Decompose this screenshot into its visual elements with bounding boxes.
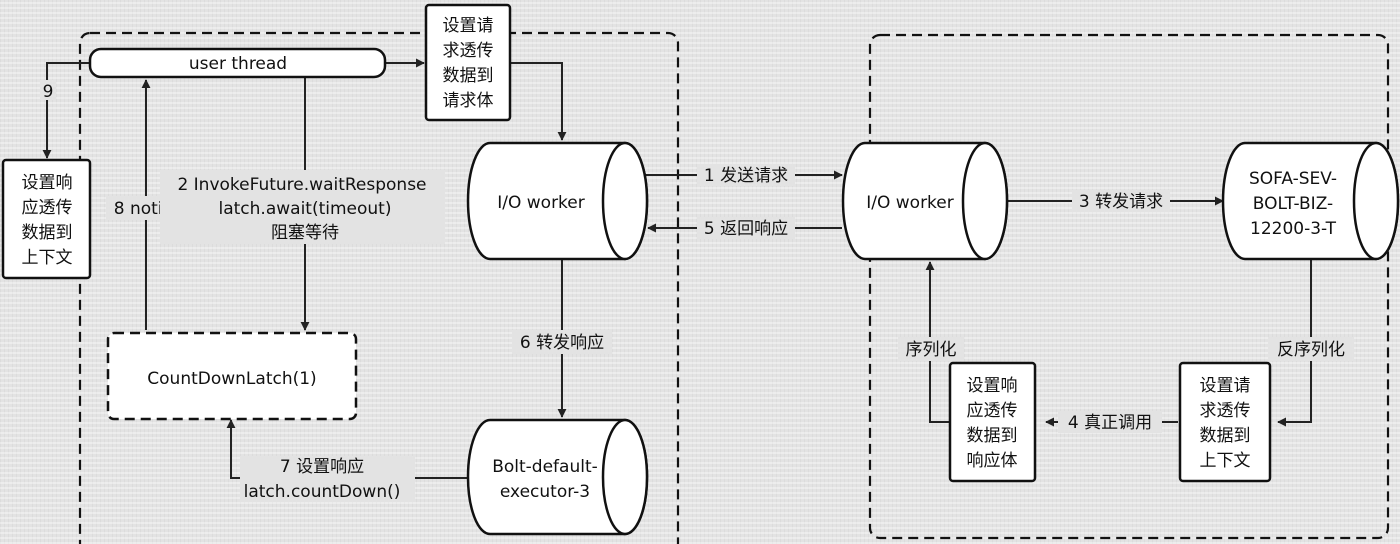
edge-9-line xyxy=(42,62,90,159)
set-response-context-node xyxy=(1,158,92,280)
io-worker-right-label: I/O worker xyxy=(866,193,954,213)
bolt-executor-line-1: Bolt-default- xyxy=(492,457,598,477)
edge-2-label-3: 阻塞等待 xyxy=(271,223,339,243)
countdownlatch-label: CountDownLatch(1) xyxy=(147,369,316,389)
set-resp-ctx-line-1: 设置响 xyxy=(22,173,73,193)
user-thread-node xyxy=(88,47,387,79)
edge-1-label: 1 发送请求 xyxy=(704,166,788,186)
edge-5-label: 5 返回响应 xyxy=(704,219,788,239)
bolt-executor-line-2: executor-3 xyxy=(500,482,590,502)
set-req-line-1: 设置请 xyxy=(443,16,494,36)
set-resp-body-line-1: 设置响 xyxy=(967,376,1018,396)
io-worker-left-node xyxy=(466,141,649,261)
bolt-executor-node xyxy=(466,418,649,536)
edge-deserialize-label: 反序列化 xyxy=(1277,340,1345,360)
set-resp-body-line-2: 应透传 xyxy=(967,401,1018,421)
set-resp-body-line-3: 数据到 xyxy=(967,426,1018,446)
edge-3-label: 3 转发请求 xyxy=(1079,192,1163,212)
io-worker-right-node xyxy=(841,141,1009,261)
set-response-body-node xyxy=(948,361,1037,483)
set-resp-ctx-line-2: 应透传 xyxy=(22,198,73,218)
set-req-ctx-line-2: 求透传 xyxy=(1200,401,1251,421)
user-thread-label: user thread xyxy=(189,54,287,74)
set-req-ctx-line-3: 数据到 xyxy=(1200,426,1251,446)
sofa-thread-line-2: BOLT-BIZ- xyxy=(1253,194,1333,214)
edge-9-label: 9 xyxy=(43,82,54,102)
edge-6-label: 6 转发响应 xyxy=(520,333,604,353)
edge-setreq-to-io-line xyxy=(510,62,567,141)
set-req-ctx-line-4: 上下文 xyxy=(1200,451,1251,471)
set-req-line-2: 求透传 xyxy=(443,41,494,61)
set-req-line-4: 请求体 xyxy=(443,91,494,111)
edge-2-label-2: latch.await(timeout) xyxy=(219,199,392,219)
edge-serialize-line xyxy=(925,261,950,423)
edge-7-label-2: latch.countDown() xyxy=(244,482,401,502)
set-req-line-3: 数据到 xyxy=(443,66,494,86)
server-side-group xyxy=(868,33,1390,540)
sofa-thread-line-1: SOFA-SEV- xyxy=(1249,169,1337,189)
countdownlatch-node xyxy=(106,331,358,421)
edge-4-label: 4 真正调用 xyxy=(1068,413,1152,433)
set-request-body-node xyxy=(424,3,512,122)
set-resp-body-line-4: 响应体 xyxy=(967,451,1018,471)
sofa-thread-line-3: 12200-3-T xyxy=(1250,219,1337,239)
edge-serialize-label: 序列化 xyxy=(906,340,957,360)
edge-deserialize-line xyxy=(1277,260,1312,427)
edge-7-label-1: 7 设置响应 xyxy=(280,457,364,477)
set-resp-ctx-line-4: 上下文 xyxy=(22,248,73,268)
client-side-group xyxy=(78,31,680,544)
set-req-ctx-line-1: 设置请 xyxy=(1200,376,1251,396)
set-request-context-node xyxy=(1178,361,1272,483)
set-resp-ctx-line-3: 数据到 xyxy=(22,223,73,243)
sofa-thread-node xyxy=(1221,141,1400,261)
io-worker-left-label: I/O worker xyxy=(497,193,585,213)
edge-2-label-1: 2 InvokeFuture.waitResponse xyxy=(177,175,426,195)
